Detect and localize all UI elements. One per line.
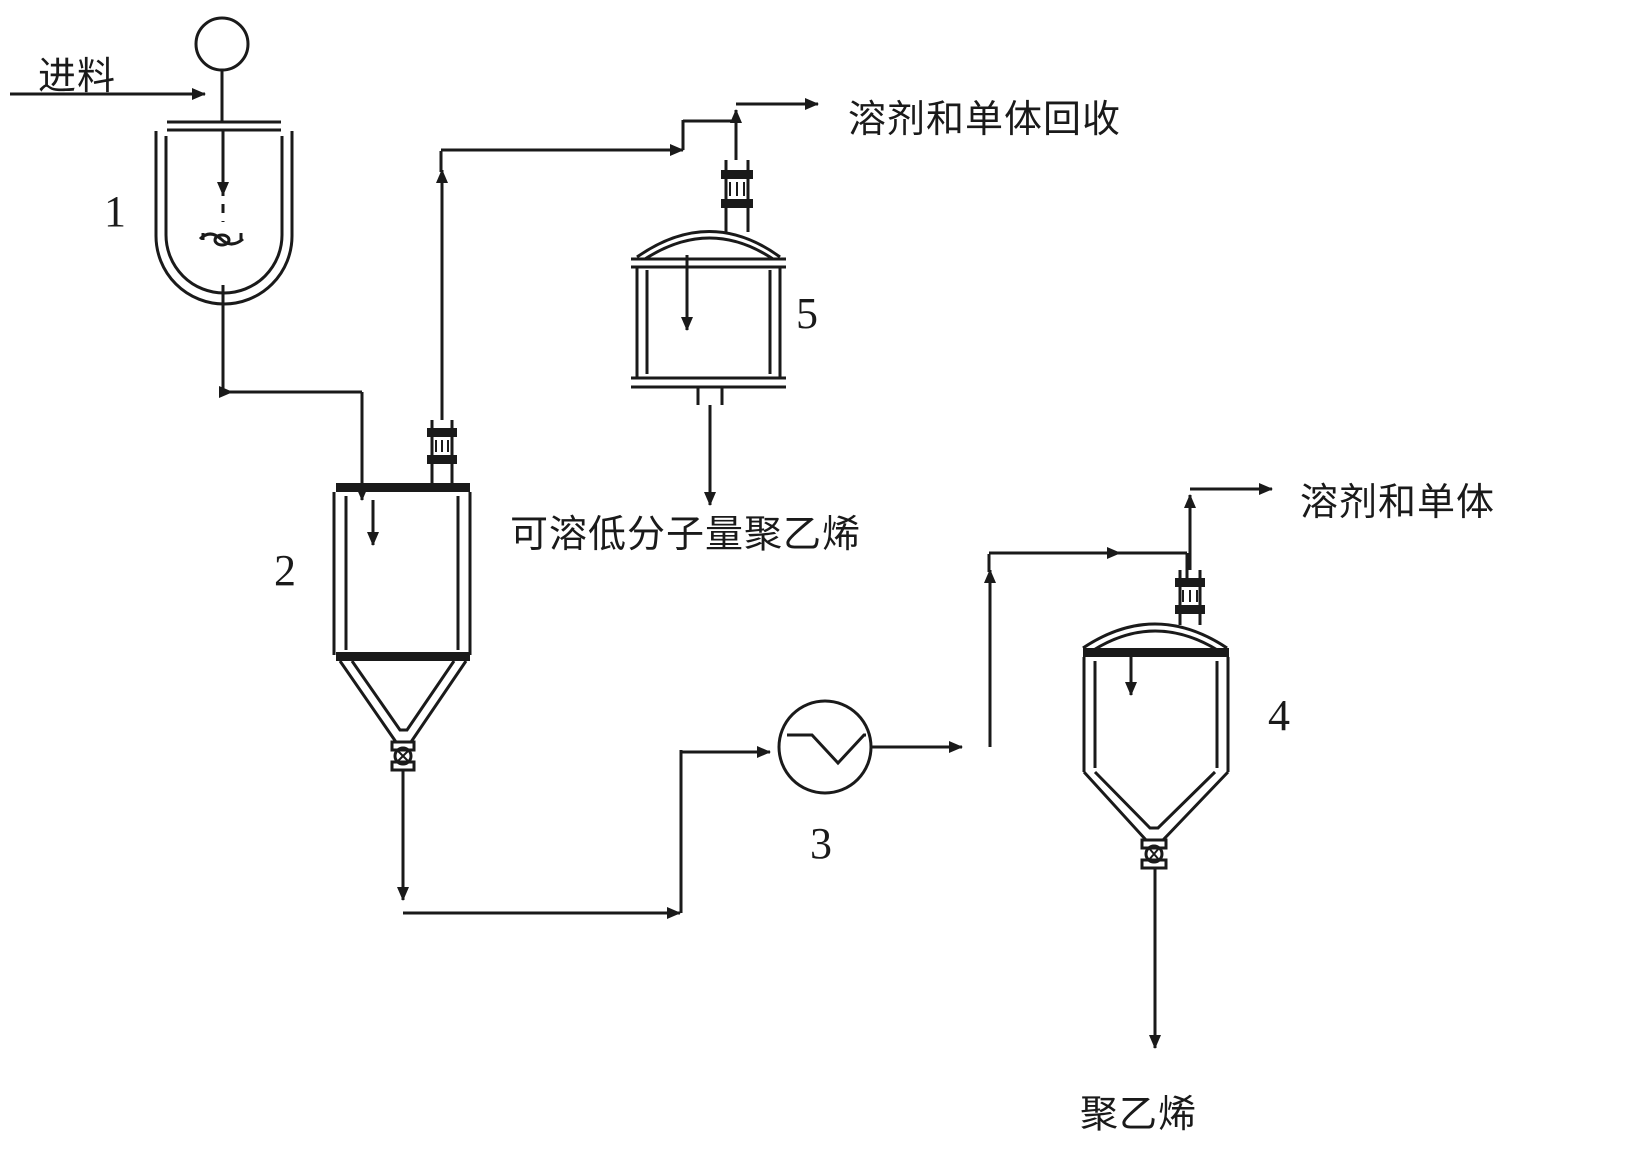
label-equipment-2: 2 (274, 546, 296, 595)
label-solvent-monomer: 溶剂和单体 (1300, 480, 1496, 524)
stream-exchanger3-to-separator4 (871, 547, 1189, 753)
label-equipment-5: 5 (796, 289, 818, 338)
equipment-separator-2 (332, 420, 472, 772)
label-solvent-monomer-recovery: 溶剂和单体回收 (848, 97, 1122, 141)
reactor-motor-icon (194, 16, 250, 72)
equipment-separator-4 (1082, 570, 1230, 870)
equipment-heat-exchanger-3 (777, 699, 873, 795)
label-equipment-3: 3 (810, 819, 832, 868)
equipment-reactor-1 (154, 16, 294, 306)
stream-separator2-to-vessel5 (436, 119, 738, 420)
stream-reactor-to-separator2 (219, 285, 368, 501)
stream-solvent-monomer (1184, 483, 1273, 570)
label-feed: 进料 (38, 54, 117, 98)
stream-solvent-monomer-recovery (730, 98, 819, 160)
label-polyethylene: 聚乙烯 (1080, 1092, 1198, 1136)
stream-separator2-to-exchanger3 (397, 746, 771, 919)
label-equipment-4: 4 (1268, 691, 1290, 740)
equipment-vessel-5 (631, 160, 786, 405)
label-soluble-low-mw-pe: 可溶低分子量聚乙烯 (510, 512, 862, 556)
label-equipment-1: 1 (104, 187, 126, 236)
